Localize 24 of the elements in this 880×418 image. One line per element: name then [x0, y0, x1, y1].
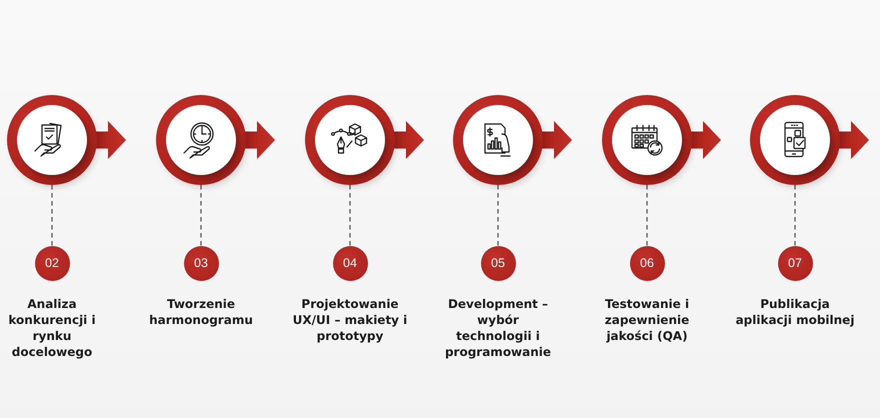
step-title: Testowanie i zapewnienie jakości (QA)	[604, 296, 690, 344]
step-number: 06	[640, 256, 654, 270]
step-title: Development – wybór technologii i programowanie	[444, 296, 552, 360]
step-number: 05	[491, 256, 505, 270]
step-title: Tworzenie harmonogramu	[148, 296, 254, 328]
dashed-connector	[200, 185, 202, 246]
dashed-connector	[51, 185, 53, 246]
number-circle	[332, 246, 368, 280]
step-number: 02	[45, 256, 59, 270]
dashed-connector	[646, 185, 648, 246]
step-title: Analiza konkurencji i rynku docelowego	[7, 296, 97, 360]
number-circle	[480, 246, 516, 280]
step-number: 07	[788, 256, 802, 270]
number-circle	[778, 246, 812, 280]
step-number: 03	[194, 256, 208, 270]
step-number: 04	[343, 256, 357, 270]
dashed-connector	[497, 185, 499, 246]
number-circle	[630, 246, 664, 280]
dashed-connector	[349, 185, 351, 246]
number-circle	[184, 246, 218, 280]
dashed-connector	[794, 185, 796, 246]
step-title: Projektowanie UX/UI – makiety i prototypy	[292, 296, 408, 344]
number-circle	[34, 246, 70, 280]
step-title: Publikacja aplikacji mobilnej	[734, 296, 856, 328]
